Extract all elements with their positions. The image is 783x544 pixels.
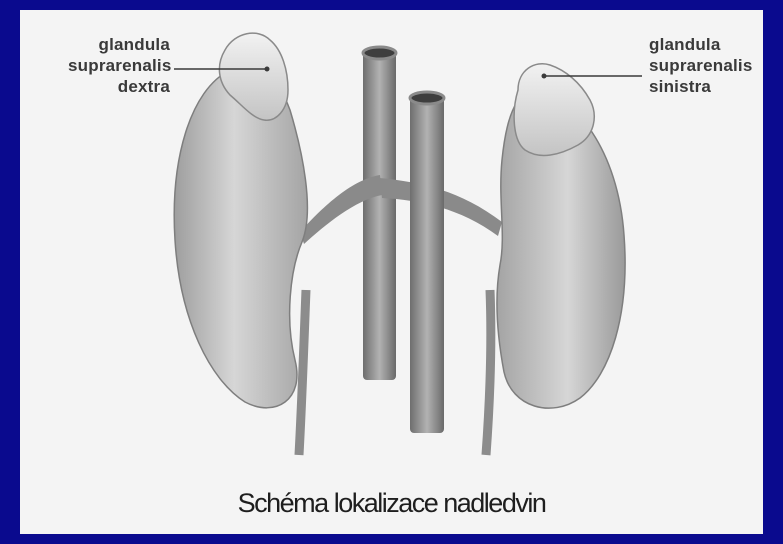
right-ureter [299, 290, 306, 455]
right-gland-label-line-3: dextra [68, 76, 170, 97]
left-gland-label-line-2: suprarenalis [649, 55, 753, 76]
vena-cava-top [410, 92, 444, 104]
left-ureter [486, 290, 491, 455]
left-adrenal-gland [514, 64, 594, 156]
figure-caption: Schéma lokalizace nadledvin [20, 488, 763, 519]
left-gland-label: glandula suprarenalis sinistra [649, 34, 753, 97]
right-kidney [174, 66, 307, 408]
left-gland-label-line-3: sinistra [649, 76, 753, 97]
right-gland-label-line-1: glandula [68, 34, 170, 55]
aorta-top [363, 47, 396, 59]
left-gland-leader-dot [542, 74, 547, 79]
right-gland-leader-dot [265, 67, 270, 72]
left-gland-label-line-1: glandula [649, 34, 753, 55]
right-gland-label-line-2: suprarenalis [68, 55, 170, 76]
vena-cava [410, 97, 444, 433]
figure-panel: glandula suprarenalis dextra glandula su… [20, 10, 763, 534]
aorta [363, 52, 396, 380]
right-gland-label: glandula suprarenalis dextra [68, 34, 170, 97]
